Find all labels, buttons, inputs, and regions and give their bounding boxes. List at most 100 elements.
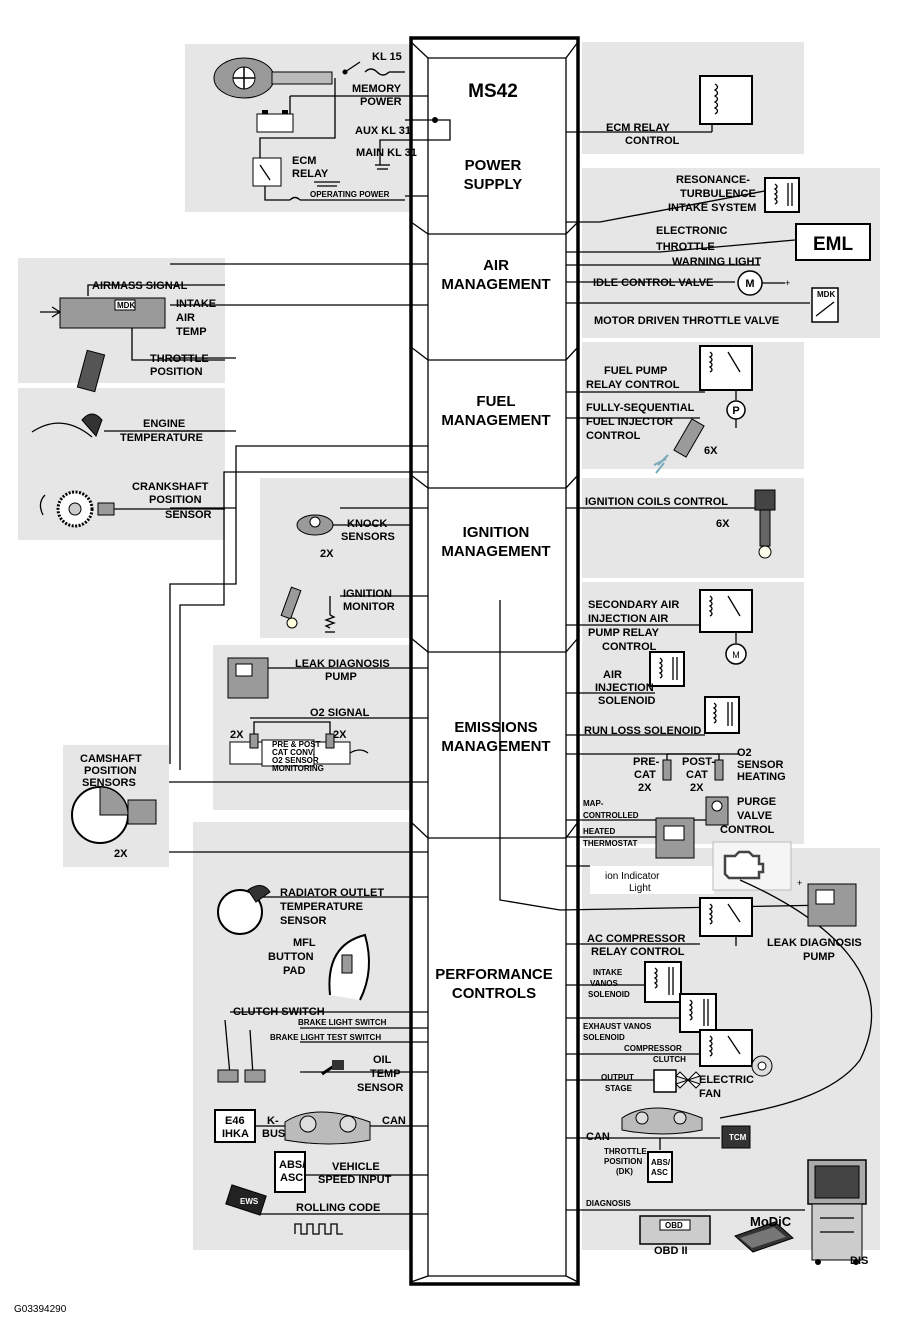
throttle-motor-icon: MDK <box>811 287 839 323</box>
knock-sensors-label-1: KNOCK <box>347 518 387 530</box>
fuel-pump-relay-label-2: RELAY CONTROL <box>586 379 680 391</box>
figure-id: G03394290 <box>14 1304 67 1315</box>
camshaft-label-1: CAMSHAFT <box>80 753 142 765</box>
abs-left-label-1: ABS/ <box>279 1159 305 1171</box>
obd2-label: OBD II <box>654 1245 688 1257</box>
idle-motor-m-label: M <box>745 278 754 290</box>
camshaft-label-2: POSITION <box>84 765 137 777</box>
kbus-label-1: K- <box>267 1115 279 1127</box>
air-injection-label-1: AIR <box>603 669 622 681</box>
operating-power-label: OPERATING POWER <box>310 190 390 199</box>
vehicle-speed-label-1: VEHICLE <box>332 1161 380 1173</box>
sec-air-label-3: PUMP RELAY <box>588 627 660 639</box>
cat-label-4: MONITORING <box>272 764 324 773</box>
electric-fan-label-1: ELECTRIC <box>699 1074 754 1086</box>
run-loss-valve-icon <box>704 696 740 734</box>
electric-fan-label-2: FAN <box>699 1088 721 1100</box>
abs-right-label-1: ABS/ <box>651 1158 671 1167</box>
emissions-sensors-left: LEAK DIAGNOSIS PUMP O2 SIGNAL 2X 2X PRE … <box>227 657 390 773</box>
coils-count-label: 6X <box>716 518 730 530</box>
e46-label-1: E46 <box>225 1115 245 1127</box>
performance-inputs-left: RADIATOR OUTLET TEMPERATURE SENSOR MFL B… <box>214 885 406 1235</box>
oil-temp-label-1: OIL <box>373 1054 392 1066</box>
power-air-right: ECM RELAY CONTROL RESONANCE- TURBULENCE … <box>593 75 871 327</box>
mdk-label-right: MDK <box>817 290 835 299</box>
resonance-valve-icon <box>764 177 800 213</box>
fuel-pump-relay-icon <box>699 345 753 400</box>
purge-label-2: VALVE <box>737 810 772 822</box>
spark-plug-icon <box>280 586 302 629</box>
injector-label-3: CONTROL <box>586 430 641 442</box>
dis-tester-icon <box>807 1159 867 1265</box>
clutch-switch-label: CLUTCH SWITCH <box>233 1006 325 1018</box>
throttle-dk-label-2: POSITION <box>604 1157 642 1166</box>
abs-asc-box-left: ABS/ ASC <box>274 1151 306 1193</box>
exhaust-vanos-icon <box>679 993 717 1033</box>
obd-label: OBD <box>665 1221 683 1230</box>
kl15-switch <box>342 61 405 76</box>
radiator-label-2: TEMPERATURE <box>280 901 363 913</box>
engine-temperature-label-1: ENGINE <box>143 418 185 430</box>
etw-label-3: WARNING LIGHT <box>672 256 761 268</box>
map-thermo-label-4: THERMOSTAT <box>583 839 637 848</box>
exhaust-vanos-label-1: EXHAUST VANOS <box>583 1022 652 1031</box>
map-thermo-label-1: MAP- <box>583 799 604 808</box>
ecm-title: MS42 <box>468 81 518 102</box>
ignition-coil-icon <box>754 489 776 559</box>
instrument-cluster-icon <box>284 1111 371 1145</box>
post-cat-label-2: CAT <box>686 769 708 781</box>
pump-p-label: P <box>732 405 739 417</box>
section-emissions-1: EMISSIONS <box>454 719 537 736</box>
purge-valve-icon <box>705 796 729 826</box>
mfl-label-3: PAD <box>283 965 305 977</box>
oil-temp-sensor-icon <box>321 1060 344 1076</box>
indicator-light-label-2: Light <box>629 883 651 894</box>
section-air-1: AIR <box>483 257 509 274</box>
compressor-clutch-relay-icon <box>699 1029 773 1077</box>
fan-icon <box>675 1071 701 1089</box>
leak-pump-label-1: LEAK DIAGNOSIS <box>295 658 390 670</box>
intake-vanos-label-3: SOLENOID <box>588 990 630 999</box>
output-stage-box <box>653 1069 677 1093</box>
diagnosis-label: DIAGNOSIS <box>586 1199 632 1208</box>
intake-vanos-label-2: VANOS <box>590 979 619 988</box>
output-stage-label-2: STAGE <box>605 1084 633 1093</box>
run-loss-label: RUN LOSS SOLENOID <box>584 725 701 737</box>
pedals-icon <box>217 1019 266 1083</box>
leak-pump-label-2: PUMP <box>325 671 357 683</box>
sec-air-motor-m: M <box>732 650 740 660</box>
post-cat-label-3: 2X <box>690 782 704 794</box>
section-performance-1: PERFORMANCE <box>435 966 553 983</box>
leak-pump-plus: + <box>797 878 802 888</box>
camshaft-label-3: SENSORS <box>82 777 136 789</box>
engine-sensors-left: ENGINE TEMPERATURE CRANKSHAFT POSITION S… <box>31 413 225 528</box>
ecm-relay-label-1: ECM <box>292 155 316 167</box>
radiator-label-1: RADIATOR OUTLET <box>280 887 384 899</box>
radiator-label-3: SENSOR <box>280 915 327 927</box>
cat-label-2: CAT CONV. <box>272 748 315 757</box>
camshaft-count-label: 2X <box>114 848 128 860</box>
mdk-label-left: MDK <box>117 301 135 310</box>
pulse-train-icon <box>294 1223 343 1235</box>
ac-relay-icon <box>699 897 753 946</box>
post-cat-label-1: POST- <box>682 756 715 768</box>
steering-wheel-icon <box>328 933 370 1001</box>
ecm-module <box>409 36 580 1286</box>
brake-switch-label: BRAKE LIGHT SWITCH <box>298 1018 387 1027</box>
cat-label-1: PRE & POST <box>272 740 321 749</box>
fuel-pump-relay-label-1: FUEL PUMP <box>604 365 667 377</box>
air-injection-label-3: SOLENOID <box>598 695 656 707</box>
intake-vanos-icon <box>644 961 682 1003</box>
e46-label-2: IHKA <box>222 1128 249 1140</box>
abs-asc-box-right: ABS/ ASC <box>647 1151 673 1183</box>
knock-sensor-icon <box>296 514 334 536</box>
abs-left-label-2: ASC <box>280 1172 303 1184</box>
ecm-relay-control-label-2: CONTROL <box>625 135 680 147</box>
eml-indicator: EML <box>795 223 871 261</box>
purge-label-3: CONTROL <box>720 824 775 836</box>
mfl-label-2: BUTTON <box>268 951 314 963</box>
resonance-label-2: TURBULENCE <box>680 188 756 200</box>
air-injection-valve-icon <box>649 651 685 687</box>
tcm-box: TCM <box>721 1125 751 1149</box>
exhaust-vanos-label-2: SOLENOID <box>583 1033 625 1042</box>
